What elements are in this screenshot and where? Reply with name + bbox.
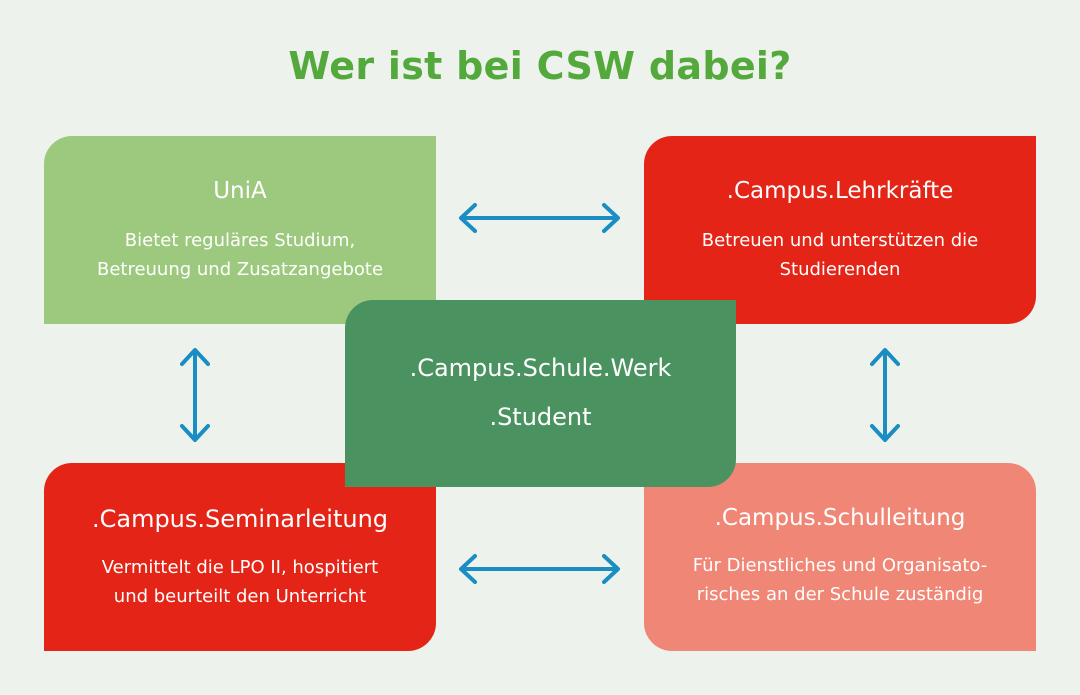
node-seminarleitung-heading: .Campus.Seminarleitung bbox=[91, 505, 389, 533]
node-seminarleitung: .Campus.Seminarleitung Vermittelt die LP… bbox=[44, 463, 436, 651]
node-lehrkraefte-heading: .Campus.Lehrkräfte bbox=[726, 178, 954, 204]
node-schulleitung: .Campus.Schulleitung Für Dienstliches un… bbox=[644, 463, 1036, 651]
node-seminarleitung-line-1: Vermittelt die LPO II, hospitiert bbox=[101, 557, 379, 578]
arrow-unia-lehrkraefte bbox=[459, 203, 620, 233]
node-center: .Campus.Schule.Werk .Student bbox=[345, 300, 736, 487]
node-center-line-2: .Student bbox=[489, 403, 592, 431]
arrow-seminarleitung-schulleitung bbox=[459, 554, 620, 584]
node-unia-heading: UniA bbox=[213, 178, 267, 204]
node-schulleitung-line-1: Für Dienstliches und Organisato- bbox=[692, 555, 988, 576]
node-unia-line-2: Betreuung und Zusatzangebote bbox=[96, 259, 384, 280]
node-schulleitung-description: Für Dienstliches und Organisato- risches… bbox=[644, 551, 1036, 609]
node-lehrkraefte-line-1: Betreuen und unterstützen die bbox=[701, 230, 979, 251]
node-schulleitung-heading: .Campus.Schulleitung bbox=[714, 505, 966, 531]
node-center-line-1: .Campus.Schule.Werk bbox=[409, 354, 672, 382]
node-unia-line-1: Bietet reguläres Studium, bbox=[124, 230, 356, 251]
node-lehrkraefte-line-2: Studierenden bbox=[779, 259, 901, 280]
node-schulleitung-line-2: risches an der Schule zuständig bbox=[696, 584, 984, 605]
node-unia-description: Bietet reguläres Studium, Betreuung und … bbox=[44, 226, 436, 284]
node-lehrkraefte: .Campus.Lehrkräfte Betreuen und unterstü… bbox=[644, 136, 1036, 324]
diagram-title: Wer ist bei CSW dabei? bbox=[288, 44, 792, 88]
arrow-unia-seminarleitung bbox=[180, 348, 210, 442]
arrow-lehrkraefte-schulleitung bbox=[870, 348, 900, 442]
node-lehrkraefte-description: Betreuen und unterstützen die Studierend… bbox=[644, 226, 1036, 284]
node-seminarleitung-line-2: und beurteilt den Unterricht bbox=[113, 586, 367, 607]
node-unia: UniA Bietet reguläres Studium, Betreuung… bbox=[44, 136, 436, 324]
node-seminarleitung-description: Vermittelt die LPO II, hospitiert und be… bbox=[44, 553, 436, 611]
